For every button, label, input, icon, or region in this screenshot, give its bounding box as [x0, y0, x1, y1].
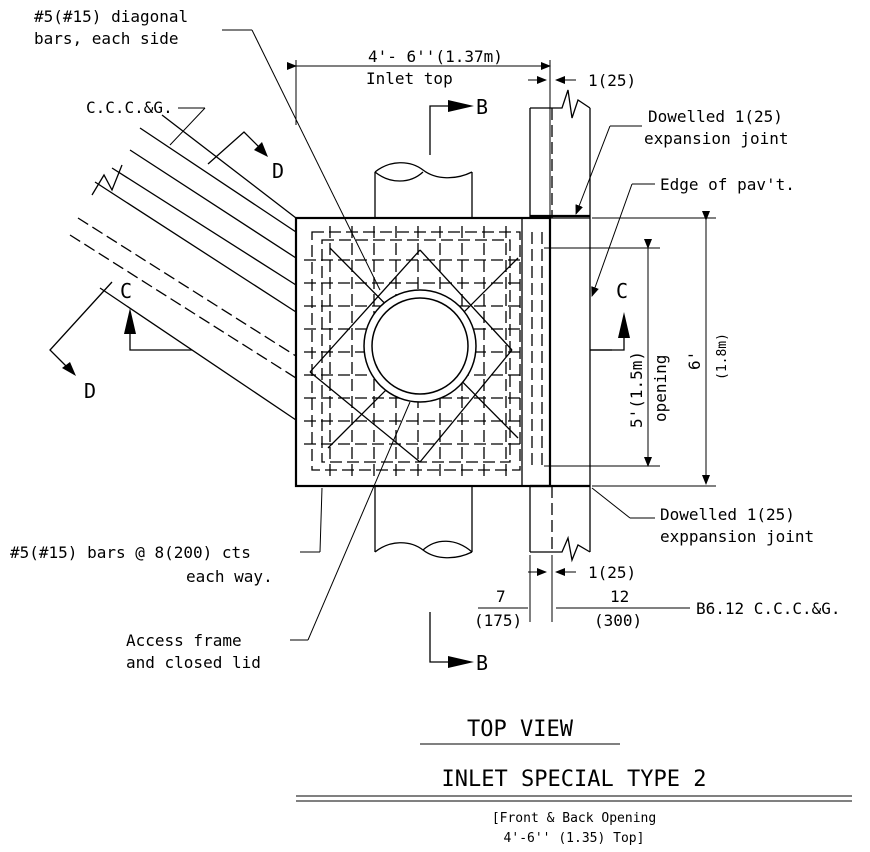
section-markers [49, 100, 630, 668]
label-dowelled-bot-2: exppansion joint [660, 527, 814, 546]
label-diag-bars-2: bars, each side [34, 29, 179, 48]
section-d-bottom: D [84, 379, 96, 403]
label-dim-175: (175) [474, 611, 522, 630]
label-six-ft: 6' [685, 351, 704, 370]
label-bars-1: #5(#15) bars @ 8(200) cts [10, 543, 251, 562]
dimensions [287, 60, 716, 622]
label-b612: B6.12 C.C.C.&G. [696, 599, 841, 618]
label-edge-pavt: Edge of pav't. [660, 175, 795, 194]
label-dowelled-bot-1: Dowelled 1(25) [660, 505, 795, 524]
inlet-box [294, 216, 552, 488]
label-access-2: and closed lid [126, 653, 261, 672]
label-dim-12: 12 [610, 587, 629, 606]
label-bars-2: each way. [186, 567, 273, 586]
curb-gutter-left [69, 114, 297, 421]
access-frame [363, 289, 477, 403]
title-block: TOP VIEW INLET SPECIAL TYPE 2 [Front & B… [296, 717, 852, 846]
title-view: TOP VIEW [467, 717, 574, 742]
label-dowelled-top-2: expansion joint [644, 129, 789, 148]
label-joint-top-dim: 1(25) [588, 71, 636, 90]
label-diag-bars-1: #5(#15) diagonal [34, 7, 188, 26]
label-dowelled-top-1: Dowelled 1(25) [648, 107, 783, 126]
label-dim-300: (300) [594, 611, 642, 630]
section-b-bottom: B [476, 651, 488, 675]
pipe-bottom [374, 486, 473, 559]
title-note-1: [Front & Back Opening [492, 811, 656, 826]
label-access-1: Access frame [126, 631, 242, 650]
label-inlet-top: Inlet top [366, 69, 453, 88]
leaders [169, 29, 655, 641]
section-b-top: B [476, 95, 488, 119]
section-c-left: C [120, 279, 132, 303]
label-ccc-left: C.C.C.&G. [86, 98, 173, 117]
label-joint-bot-dim: 1(25) [588, 563, 636, 582]
label-dim-7: 7 [496, 587, 506, 606]
text-labels: #5(#15) diagonal bars, each side C.C.C.&… [10, 7, 841, 675]
label-six-ft-m: (1.8m) [715, 333, 730, 380]
section-d-top: D [272, 159, 284, 183]
label-opening-dim: 5'(1.5m) [627, 351, 646, 428]
label-opening-word: opening [651, 355, 670, 422]
label-top-width: 4'- 6''(1.37m) [368, 47, 503, 66]
pipe-top [374, 162, 473, 218]
title-note-2: 4'-6'' (1.35) Top] [504, 831, 645, 846]
section-c-right: C [616, 279, 628, 303]
title-name: INLET SPECIAL TYPE 2 [442, 767, 707, 792]
